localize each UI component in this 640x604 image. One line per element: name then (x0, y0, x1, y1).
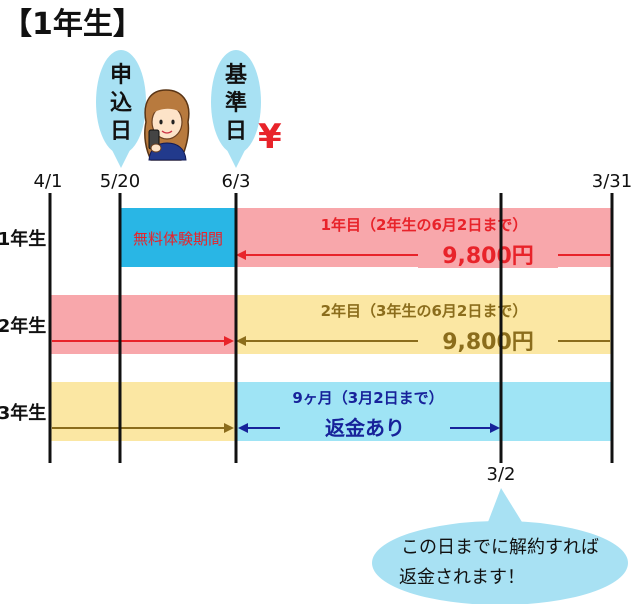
row-label-year3: 3年生 (0, 402, 46, 424)
year2-price: 9,800円 (442, 330, 534, 355)
apply-char-1: 申 (110, 63, 132, 88)
year3-pre-bar (50, 382, 236, 441)
year1-price: 9,800円 (442, 244, 534, 269)
row-label-year1: 1年生 (0, 228, 46, 250)
date-label-base: 6/3 (222, 171, 251, 192)
trial-period-label: 無料体験期間 (133, 230, 223, 248)
date-label-refund-deadline: 3/2 (487, 464, 516, 485)
year1-price-bg (418, 242, 558, 268)
year1-label: 1年目（2年生の6月2日まで） (321, 216, 528, 234)
year3-bar (236, 382, 612, 441)
page-title: 【1年生】 (2, 7, 143, 42)
refund-label: 返金あり (325, 416, 405, 440)
year2-pre-bar (50, 295, 236, 354)
note-line-2: 返金されます！ (399, 567, 525, 588)
woman-with-phone-illustration (144, 89, 190, 161)
date-label-end: 3/31 (592, 171, 632, 192)
apply-date-balloon: 申 込 日 (96, 50, 146, 168)
date-label-start: 4/1 (34, 171, 63, 192)
base-date-balloon: 基 準 日 (211, 50, 261, 168)
note-line-1: この日までに解約すれば (401, 537, 599, 558)
base-char-2: 準 (225, 90, 247, 116)
refund-note-balloon: この日までに解約すれば 返金されます！ (372, 488, 628, 604)
date-label-apply: 5/20 (100, 171, 140, 192)
yen-icon: ¥ (258, 117, 282, 157)
year2-price-bg (418, 328, 558, 354)
row-label-year2: 2年生 (0, 315, 46, 337)
base-char-3: 日 (225, 119, 247, 144)
apply-char-3: 日 (110, 119, 132, 144)
year2-label: 2年目（3年生の6月2日まで） (321, 302, 528, 320)
apply-char-2: 込 (110, 91, 132, 116)
year3-label: 9ヶ月（3月2日まで） (292, 389, 443, 407)
base-char-1: 基 (225, 63, 248, 88)
trial-period-bar (120, 208, 236, 267)
